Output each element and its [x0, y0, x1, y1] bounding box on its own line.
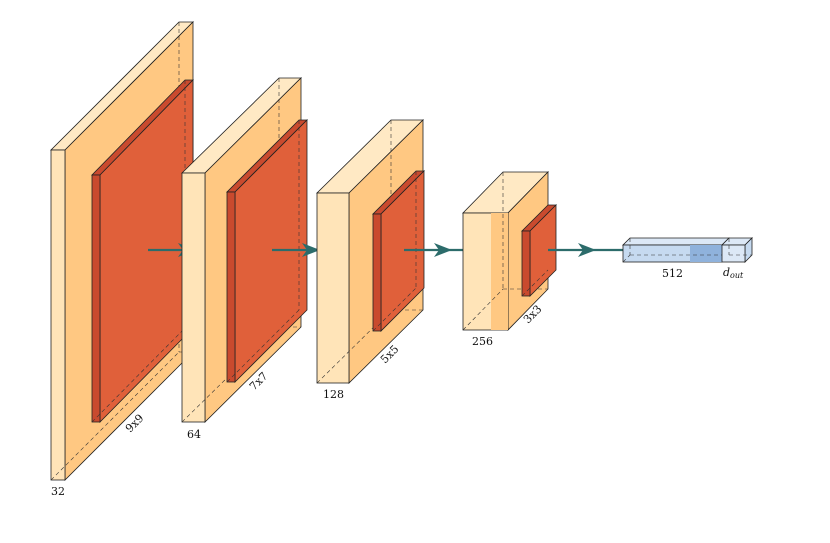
pool-block-1	[91, 79, 194, 423]
conv4-front-band	[491, 213, 508, 330]
fc-output-label: dout	[723, 266, 744, 280]
conv2-front-face	[181, 172, 206, 423]
layer4-channels-label: 256	[472, 335, 493, 348]
conv1-front-face	[50, 149, 66, 481]
fc512-front-band	[690, 245, 722, 262]
pool3-front-face	[372, 213, 382, 332]
arrow-3-head	[434, 243, 452, 257]
layer1-channels-label: 32	[51, 485, 65, 498]
layer3-channels-label: 128	[323, 388, 344, 401]
pool-block-3	[372, 170, 425, 332]
layer2-channels-label: 64	[187, 428, 201, 441]
arrow-4-head	[578, 243, 596, 257]
pool-block-4	[521, 204, 557, 297]
fc512-top-face	[622, 237, 730, 246]
fcout-front-face	[721, 244, 746, 263]
fc-block-512	[622, 237, 730, 263]
pool4-front-face	[521, 230, 531, 297]
pool2-front-face	[226, 191, 236, 383]
fc-block-out	[721, 237, 753, 263]
fc-size-label: 512	[662, 267, 683, 280]
arrow-2-head	[302, 243, 320, 257]
pool1-front-face	[91, 174, 101, 423]
fc-output-label-main: d	[723, 266, 730, 279]
pool-block-2	[226, 119, 308, 383]
fc-output-label-sub: out	[730, 271, 744, 280]
conv3-front-face	[316, 192, 350, 384]
